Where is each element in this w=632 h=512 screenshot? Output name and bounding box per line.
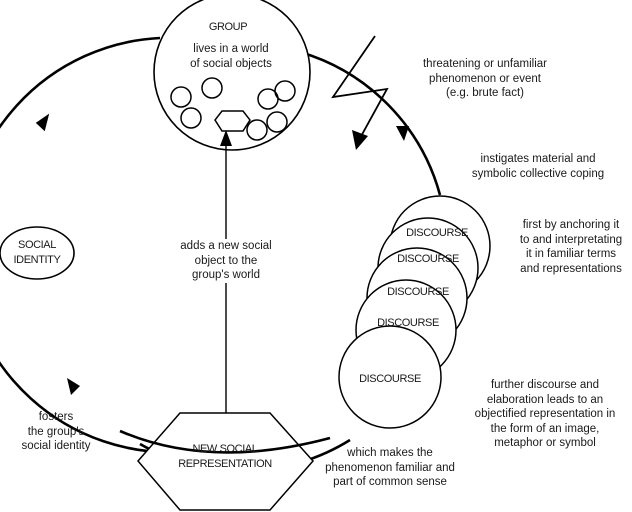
instigates-annotation: instigates material and symbolic collect… <box>463 152 613 181</box>
lightning-bolt-icon <box>331 35 389 141</box>
threat-annotation: threatening or unfamiliar phenomenon or … <box>410 57 560 101</box>
up-arrow-icon <box>220 130 232 146</box>
annotation-line: object to the <box>194 254 258 267</box>
annotation-line: elaboration leads to an <box>486 393 604 406</box>
group-circle <box>153 0 311 151</box>
new-representation-line: NEW SOCIAL <box>192 443 258 455</box>
annotation-line: symbolic collective coping <box>471 167 605 180</box>
annotation-line: threatening or unfamiliar <box>422 58 547 70</box>
social-object-circle <box>274 80 296 102</box>
adds-annotation: adds a new social object to the group's … <box>166 239 286 283</box>
social-objects <box>170 77 296 141</box>
cycle-loop-arc-right <box>299 50 442 196</box>
annotation-line: group's world <box>191 269 261 281</box>
social-object-circle <box>201 77 223 99</box>
social-object-circle <box>266 111 288 133</box>
discourse-stack <box>338 195 491 429</box>
annotation-line: (e.g. brute fact) <box>446 87 524 99</box>
annotation-line: part of common sense <box>333 476 447 488</box>
social-identity-label: SOCIAL IDENTITY <box>4 238 70 267</box>
social-identity-line: IDENTITY <box>13 253 61 266</box>
cycle-loop-arc-left <box>0 36 181 454</box>
discourse-label-1: DISCOURSE <box>406 227 468 239</box>
discourse-label-3: DISCOURSE <box>387 286 449 298</box>
annotation-line: instigates material and <box>480 153 596 165</box>
annotation-line: which makes the <box>347 447 433 459</box>
annotation-line: phenomenon or event <box>429 72 541 85</box>
annotation-line: adds a new social <box>180 240 272 252</box>
annotation-line: fosters <box>38 411 74 423</box>
new-representation-line: REPRESENTATION <box>178 457 272 470</box>
lightning-arrowhead-icon <box>352 130 368 150</box>
discourse-label-2: DISCOURSE <box>397 253 459 265</box>
new-object-hexagon-icon <box>214 110 251 132</box>
discourse-label-5: DISCOURSE <box>359 373 421 385</box>
arrow-icon-lower-left <box>67 378 80 395</box>
discourse-label-4: DISCOURSE <box>377 317 439 329</box>
annotation-line: social identity <box>21 440 91 452</box>
arrow-icon-right <box>396 126 409 141</box>
discourse-circle <box>338 325 442 429</box>
new-representation-hexagon <box>137 412 315 511</box>
familiar-annotation: which makes the phenomenon familiar and … <box>315 446 465 490</box>
group-title: GROUP <box>208 21 248 33</box>
social-identity-ellipse <box>0 226 75 280</box>
annotation-line: metaphor or symbol <box>494 437 596 449</box>
annotation-line: objectified representation in <box>474 408 616 420</box>
group-description-line: of social objects <box>190 57 272 70</box>
social-identity-line: SOCIAL <box>18 239 56 251</box>
annotation-line: the form of an image, <box>490 422 600 435</box>
annotation-line: first by anchoring it <box>522 219 620 231</box>
arrow-icon-upper-left <box>35 113 50 132</box>
annotation-line: further discourse and <box>490 379 600 391</box>
social-object-circle <box>246 119 268 141</box>
group-description: lives in a world of social objects <box>176 42 286 71</box>
group-description-line: lives in a world <box>193 43 269 55</box>
fosters-annotation: fosters the group's social identity <box>16 410 96 454</box>
annotation-line: and representations <box>520 262 622 275</box>
social-object-circle <box>180 107 202 129</box>
social-object-circle <box>170 86 192 108</box>
annotation-line: it in familiar terms <box>525 248 617 260</box>
cycle-loop-arc-through-hexagon <box>119 429 331 454</box>
objectified-annotation: further discourse and elaboration leads … <box>460 378 630 451</box>
anchoring-annotation: first by anchoring it to and interpretat… <box>510 218 632 276</box>
annotation-line: phenomenon familiar and <box>325 461 455 474</box>
annotation-line: to and interpretating <box>519 233 623 246</box>
new-representation-label: NEW SOCIAL REPRESENTATION <box>150 442 300 471</box>
annotation-line: the group's <box>27 425 85 438</box>
